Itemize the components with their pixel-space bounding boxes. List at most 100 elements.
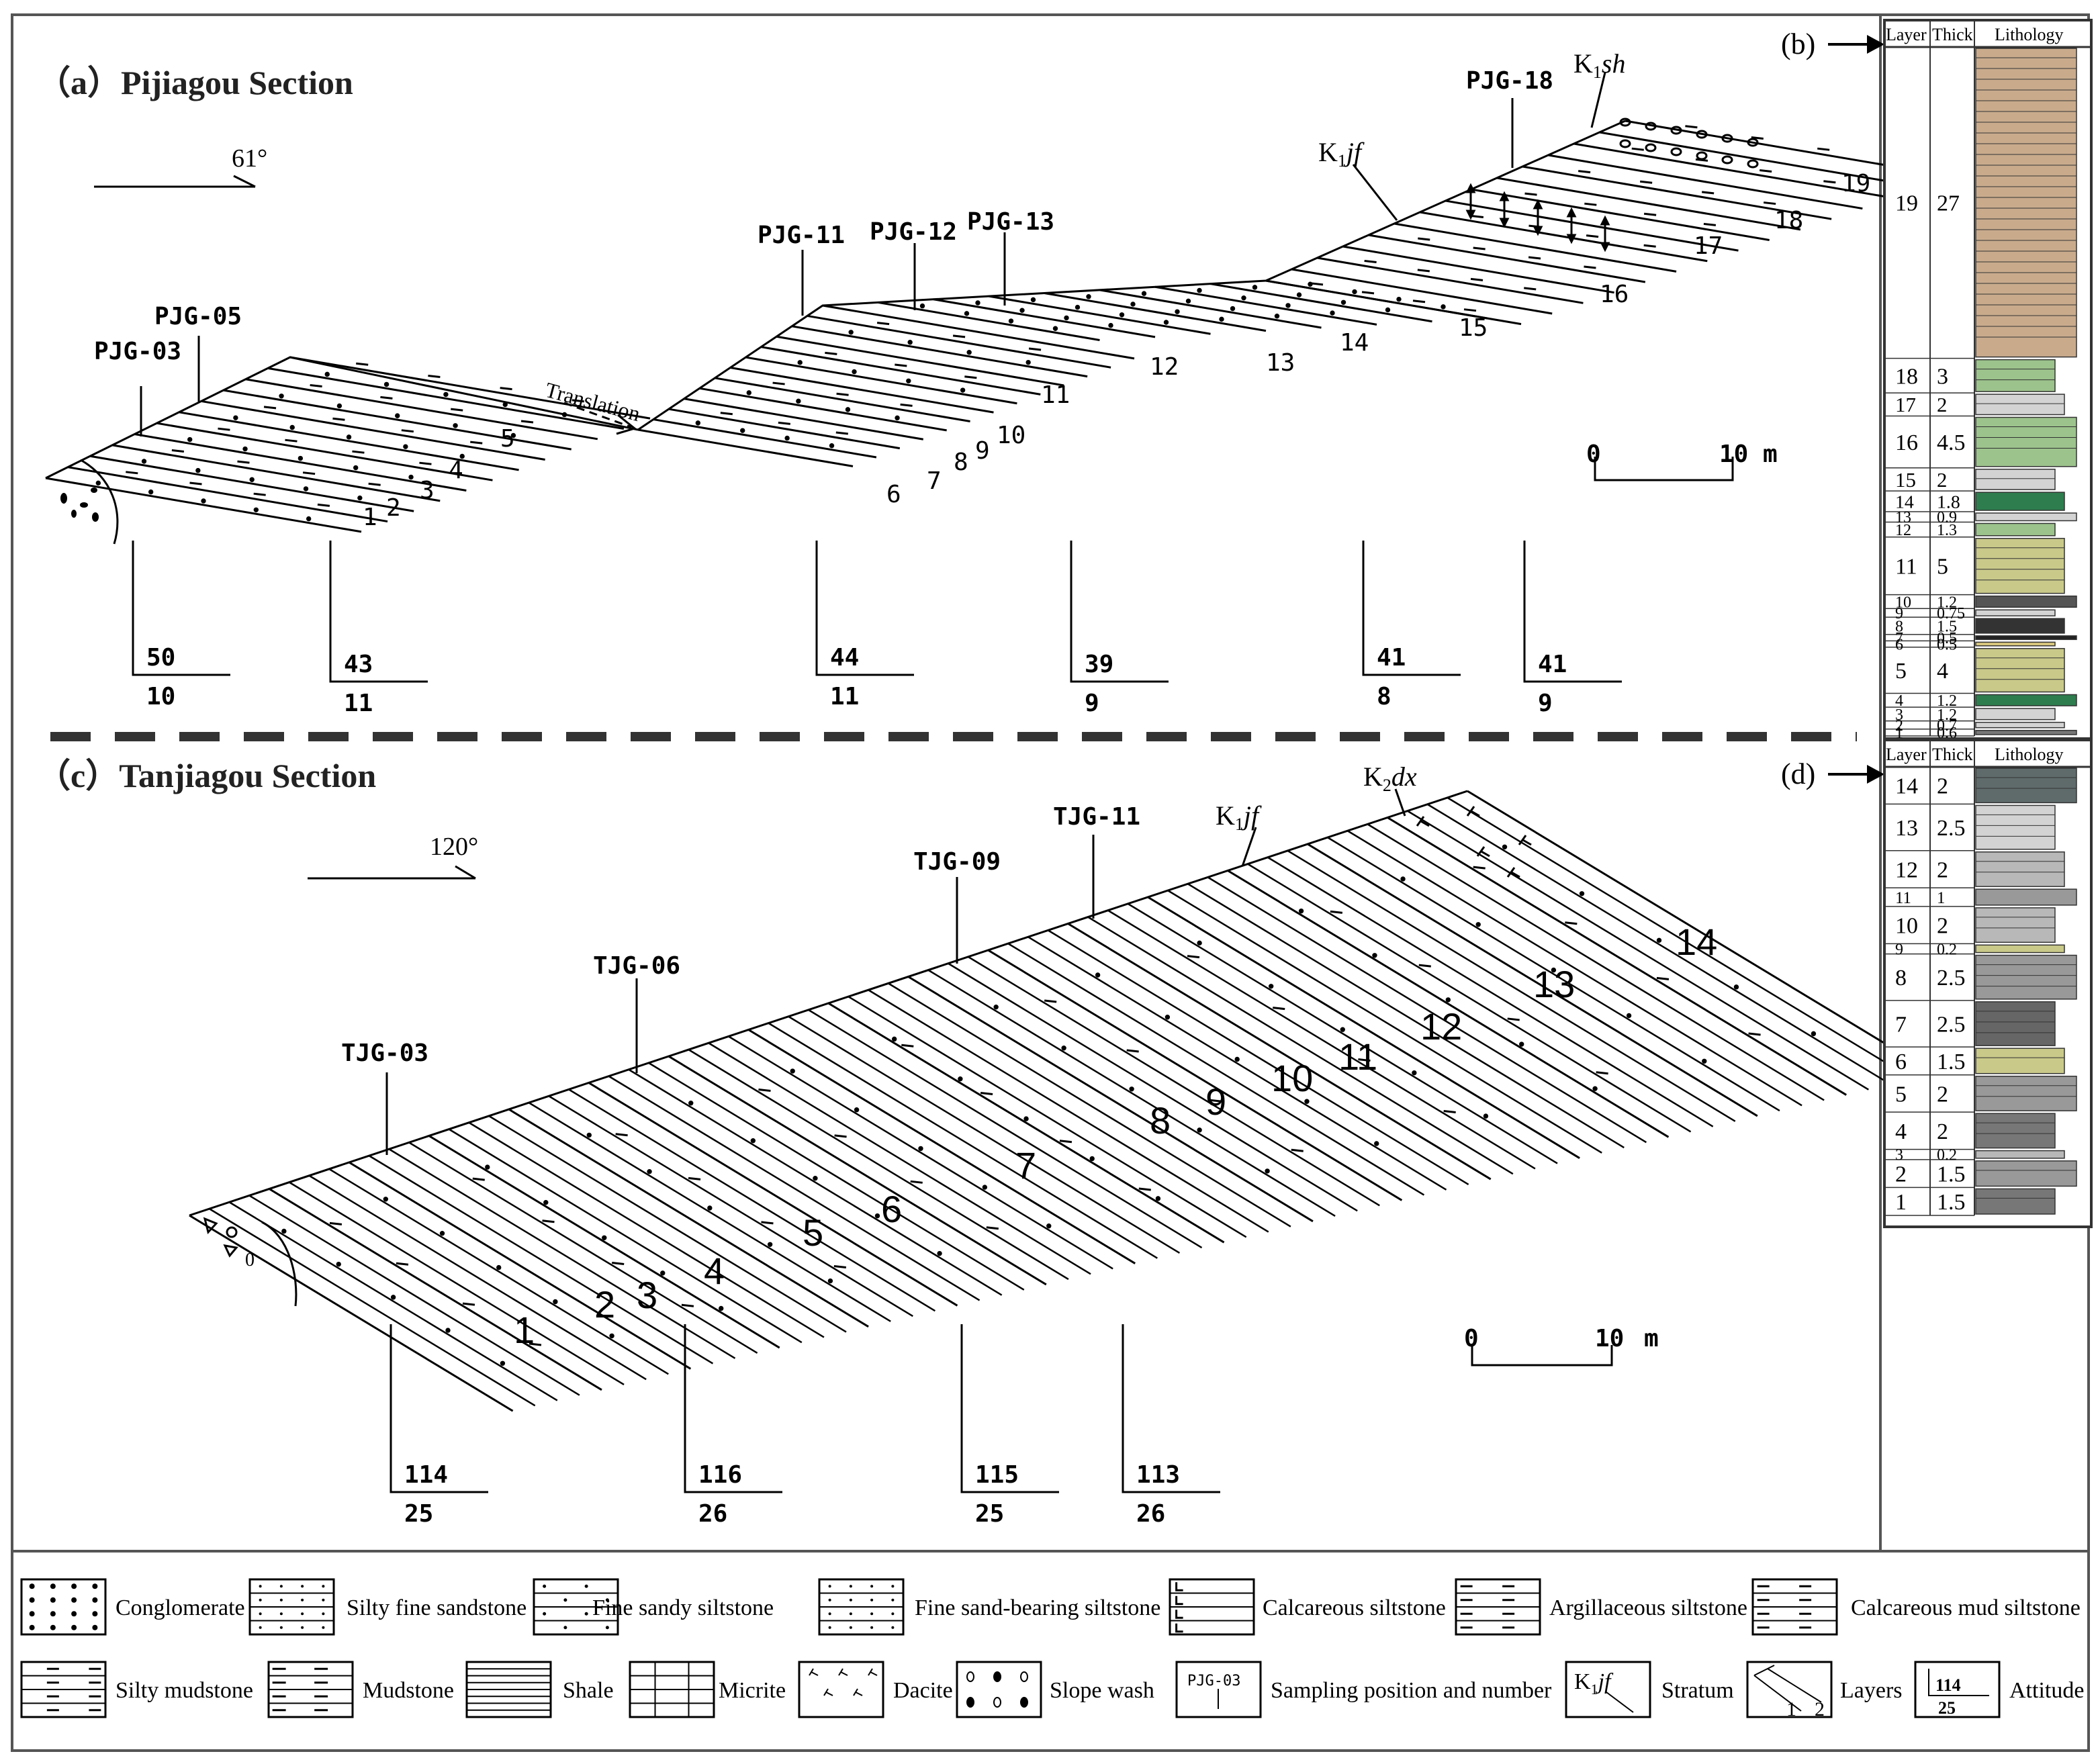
attitude-dip-angle: 26 [1136, 1500, 1165, 1528]
column-layer: 7 [1895, 630, 1903, 647]
bearing-a: 61° [232, 144, 267, 173]
sample-pjg-18: PJG-18 [1466, 67, 1553, 95]
column-thickness: 1.2 [1937, 706, 1957, 724]
column-header: Lithology [1995, 745, 2064, 764]
column-thickness: 27 [1937, 191, 1960, 216]
column-layer: 2 [1895, 1162, 1907, 1187]
sample-pjg-05: PJG-05 [154, 303, 242, 330]
attitude-dip-angle: 26 [698, 1500, 727, 1528]
column-layer: 3 [1895, 1147, 1903, 1164]
attitude-dip-direction: 43 [344, 651, 373, 678]
legend-label: Silty fine sandstone [347, 1595, 527, 1620]
column-layer: 17 [1895, 393, 1916, 416]
layer-number: 6 [881, 1188, 902, 1230]
svg-text:K1jf: K1jf [1216, 800, 1262, 834]
column-layer: 13 [1895, 816, 1918, 841]
layer-number: 10 [997, 422, 1025, 449]
column-thickness: 2.5 [1937, 966, 1966, 990]
column-layer: 10 [1895, 594, 1911, 611]
legend-swatch [818, 1578, 905, 1636]
layer-number: 17 [1694, 232, 1723, 260]
column-thickness: 0.2 [1937, 1147, 1957, 1164]
legend-label: Layers [1840, 1678, 1903, 1703]
column-layer: 18 [1895, 364, 1918, 389]
legend-swatch [798, 1661, 884, 1718]
attitude-dip-angle: 11 [344, 690, 373, 717]
legend-label: Fine sand-bearing siltstone [915, 1595, 1160, 1620]
layer-number: 7 [927, 467, 942, 495]
layer-number: 13 [1533, 963, 1575, 1005]
svg-text:10 m: 10 m [1719, 441, 1778, 468]
column-header: Layer [1886, 745, 1927, 764]
column-thickness: 0.9 [1937, 509, 1957, 526]
legend-label: Calcareous siltstone [1263, 1595, 1446, 1620]
layer-number: 18 [1774, 207, 1803, 234]
attitude-dip-direction: 50 [146, 644, 175, 671]
sample-tjg-09: TJG-09 [913, 848, 1001, 876]
sample-tjg-06: TJG-06 [593, 952, 680, 980]
column-layer: 5 [1895, 1082, 1907, 1107]
column-thickness: 1.8 [1937, 492, 1960, 512]
layer-number: 2 [386, 494, 401, 522]
svg-text:0: 0 [1586, 441, 1601, 468]
column-thickness: 3 [1937, 364, 1948, 389]
attitude-dip-direction: 116 [698, 1461, 742, 1489]
legend-label: Slope wash [1050, 1678, 1154, 1703]
dacite-symbols [1416, 806, 1532, 878]
column-layer: 19 [1895, 191, 1918, 216]
attitude-dip-angle: 25 [975, 1500, 1004, 1528]
attitude-dip-direction: 115 [975, 1461, 1019, 1489]
svg-text:0: 0 [245, 1250, 255, 1270]
column-layer: 14 [1895, 492, 1914, 512]
layer-number: 4 [449, 457, 463, 484]
column-thickness: 1.5 [1937, 1190, 1966, 1215]
layer-number: 3 [420, 477, 435, 504]
attitude-dip-angle: 11 [830, 683, 859, 710]
column-layer: 9 [1895, 605, 1903, 622]
column-layer: 13 [1895, 509, 1911, 526]
left-block-layers [45, 356, 651, 533]
column-layer: 7 [1895, 1012, 1907, 1037]
column-layer: 16 [1895, 430, 1918, 455]
layer-number: 1 [514, 1309, 535, 1351]
column-thickness: 4 [1937, 659, 1948, 684]
column-layer: 12 [1895, 522, 1911, 539]
column-layer: 8 [1895, 966, 1907, 990]
svg-text:K1jf: K1jf [1574, 1669, 1614, 1698]
column-b-label: (b) [1781, 28, 1815, 60]
column-layer: 5 [1895, 659, 1907, 684]
stratum-k1jf-a: K1jf [1318, 137, 1398, 221]
pijiagou-section: （a）Pijiagou Section 61° Translation [37, 48, 1956, 717]
layer-number: 13 [1266, 349, 1295, 377]
layer-number: 12 [1150, 353, 1179, 381]
layer-number: 11 [1041, 381, 1070, 409]
svg-text:1: 1 [1786, 1698, 1796, 1720]
scale-bar-c: 0 10 m [1464, 1325, 1659, 1367]
layer-number: 2 [594, 1283, 615, 1326]
column-layer: 6 [1895, 1050, 1907, 1074]
layer-number: 3 [637, 1274, 657, 1316]
layer-number: 14 [1340, 329, 1369, 357]
column-thickness: 1.3 [1937, 522, 1957, 539]
svg-text:2: 2 [1815, 1698, 1825, 1720]
legend-swatch [267, 1661, 354, 1718]
column-layer: 14 [1895, 774, 1918, 799]
